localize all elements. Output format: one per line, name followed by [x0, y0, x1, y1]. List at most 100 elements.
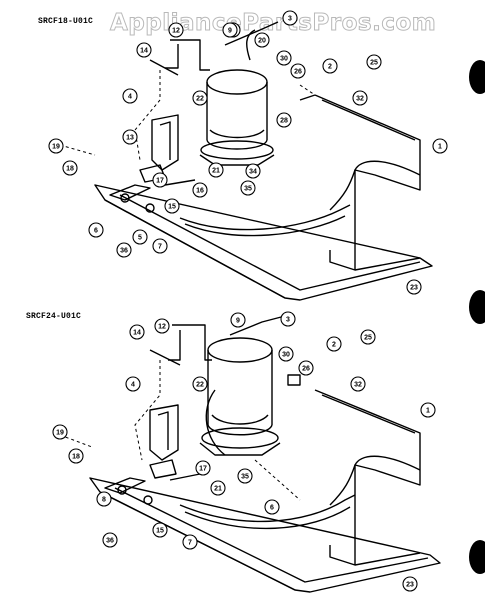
callout-balloon	[192, 90, 208, 106]
callout-balloon	[240, 180, 256, 196]
callout-label: 30	[280, 56, 288, 63]
valves-top	[109, 164, 196, 213]
callout-label: 17	[199, 466, 207, 473]
callout-label: 13	[126, 135, 134, 142]
callout-4: 4	[122, 88, 138, 104]
callout-label: 28	[280, 118, 288, 125]
callout-balloon	[132, 229, 148, 245]
callout-2: 2	[322, 58, 338, 74]
callout-balloon	[230, 312, 246, 328]
callout-12: 12	[154, 318, 170, 334]
callout-balloon	[116, 242, 132, 258]
callout-label: 5	[138, 235, 142, 242]
callout-19: 19	[52, 424, 68, 440]
callout-balloon	[280, 311, 296, 327]
callout-balloon	[278, 346, 294, 362]
callout-balloon	[182, 534, 198, 550]
callout-label: 21	[212, 168, 220, 175]
model-label-bottom: SRCF24-U01C	[26, 312, 82, 321]
callout-label: 7	[188, 540, 192, 547]
callout-label: 25	[370, 60, 378, 67]
dashed-leaders-bottom	[59, 360, 301, 501]
callout-1: 1	[432, 138, 448, 154]
callout-label: 26	[294, 69, 302, 76]
callout-balloon	[222, 22, 238, 38]
callout-32: 32	[352, 90, 368, 106]
callout-21: 21	[210, 480, 226, 496]
callout-balloon	[122, 88, 138, 104]
callout-label: 17	[156, 178, 164, 185]
callout-14: 14	[136, 42, 152, 58]
callout-6: 6	[264, 499, 280, 515]
callout-label: 3	[286, 317, 290, 324]
compressor-bottom	[199, 337, 281, 456]
base-pan-top	[94, 184, 433, 301]
callout-22: 22	[192, 376, 208, 392]
callout-30: 30	[278, 346, 294, 362]
callout-label: 32	[356, 96, 364, 103]
callout-21: 21	[208, 162, 224, 178]
callout-balloon	[208, 162, 224, 178]
side-wall-top	[299, 94, 421, 271]
callout-balloon	[48, 138, 64, 154]
callout-5: 5	[132, 229, 148, 245]
callout-35: 35	[237, 468, 253, 484]
callout-balloon	[406, 279, 422, 295]
callout-label: 19	[56, 430, 64, 437]
callout-balloon	[276, 112, 292, 128]
callout-19: 19	[48, 138, 64, 154]
callout-balloon	[168, 22, 184, 38]
callout-balloon	[326, 336, 342, 352]
callout-15: 15	[164, 198, 180, 214]
callout-9: 9	[222, 22, 238, 38]
callout-26: 26	[298, 360, 314, 376]
callout-label: 25	[364, 335, 372, 342]
callout-label: 7	[158, 244, 162, 251]
callout-balloon	[62, 160, 78, 176]
callout-22: 22	[192, 90, 208, 106]
callout-balloon	[298, 360, 314, 376]
callout-label: 36	[120, 248, 128, 255]
callout-36: 36	[116, 242, 132, 258]
callout-36: 36	[102, 532, 118, 548]
callout-30: 30	[276, 50, 292, 66]
callout-label: 22	[196, 382, 204, 389]
callout-label: 4	[131, 382, 135, 389]
callout-20: 20	[254, 32, 270, 48]
callout-balloon	[192, 376, 208, 392]
model-label-top: SRCF18-U01C	[38, 17, 94, 26]
callout-label: 32	[354, 382, 362, 389]
callout-17: 17	[152, 172, 168, 188]
callout-3: 3	[280, 311, 296, 327]
callout-label: 34	[249, 169, 257, 176]
punch-hole-bottom	[469, 540, 485, 574]
callout-label: 19	[52, 144, 60, 151]
callout-balloon	[352, 90, 368, 106]
callout-balloon	[122, 129, 138, 145]
callout-9: 9	[230, 312, 246, 328]
callout-balloon	[152, 238, 168, 254]
callout-18: 18	[68, 448, 84, 464]
callout-label: 15	[156, 528, 164, 535]
callout-balloon	[245, 163, 261, 179]
callout-12: 12	[168, 22, 184, 38]
callout-balloon	[210, 480, 226, 496]
callout-label: 21	[214, 486, 222, 493]
callout-13: 13	[122, 129, 138, 145]
compressor-top	[199, 69, 275, 166]
callout-balloon	[350, 376, 366, 392]
callout-label: 14	[140, 48, 148, 55]
callout-label: 1	[426, 408, 430, 415]
callout-balloon	[88, 222, 104, 238]
callout-23: 23	[406, 279, 422, 295]
callout-label: 8	[102, 497, 106, 504]
punch-hole-top	[469, 60, 485, 94]
tubing-top	[149, 21, 279, 76]
callout-balloon	[420, 402, 436, 418]
callout-14: 14	[129, 324, 145, 340]
callout-balloon	[254, 32, 270, 48]
base-pan-bottom	[89, 477, 441, 593]
callout-label: 9	[228, 28, 232, 35]
